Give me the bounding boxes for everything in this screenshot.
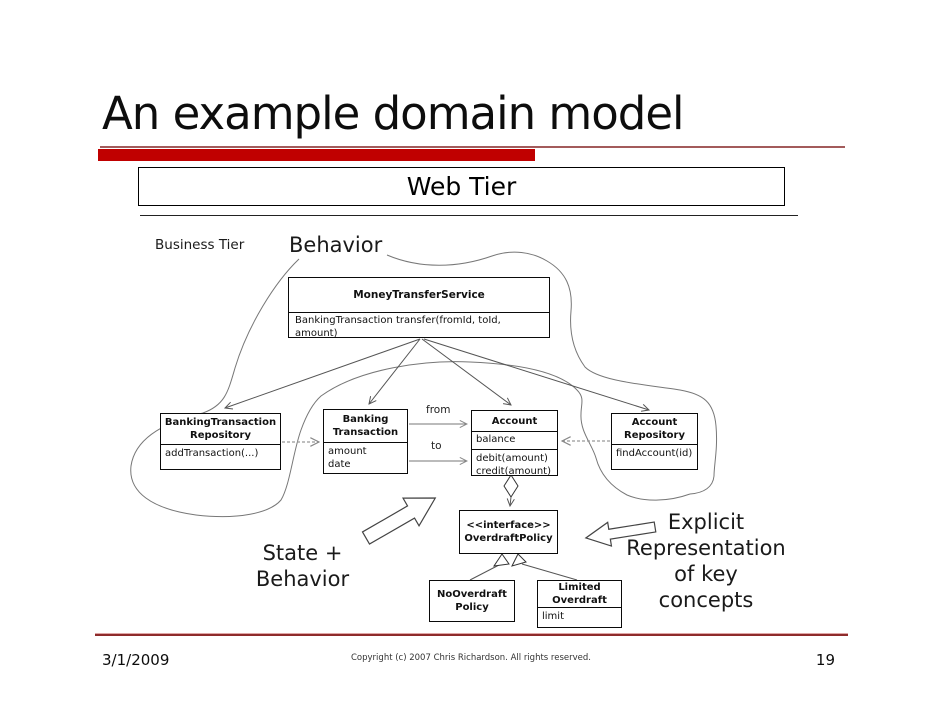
to-edge-label: to xyxy=(431,440,442,452)
fan-arrow-to-accountrepository xyxy=(423,338,649,410)
class-box-account: Account balance debit(amount) credit(amo… xyxy=(471,410,558,477)
accent-rule-thin xyxy=(100,146,845,148)
aggregation-arrow xyxy=(510,496,511,506)
class-name: Banking Transaction xyxy=(332,414,399,438)
class-operations: addTransaction(...) xyxy=(161,444,280,469)
class-attributes: balance xyxy=(472,431,557,449)
behavior-label: Behavior xyxy=(289,233,383,257)
fan-arrow-to-account xyxy=(421,338,511,405)
web-tier-label: Web Tier xyxy=(406,172,517,201)
class-name: Limited Overdraft xyxy=(552,582,607,606)
footer-rule-highlight xyxy=(95,633,848,634)
class-box-banking-transaction: Banking Transaction amount date xyxy=(323,409,408,474)
class-box-limited-overdraft: Limited Overdraft limit xyxy=(537,580,622,628)
footer-copyright: Copyright (c) 2007 Chris Richardson. All… xyxy=(351,653,591,663)
fan-arrow-to-bankingtransactionrepository xyxy=(225,338,421,408)
state-behavior-annotation: State + Behavior xyxy=(255,541,350,591)
class-name: MoneyTransferService xyxy=(353,288,485,301)
class-box-money-transfer-service: MoneyTransferService BankingTransaction … xyxy=(288,277,550,341)
business-tier-label: Business Tier xyxy=(155,237,245,253)
generalization-line-nooverdraft xyxy=(469,564,500,581)
class-name: BankingTransaction Repository xyxy=(164,417,277,441)
web-tier-box: Web Tier xyxy=(138,167,785,206)
class-box-overdraft-policy: <<interface>> OverdraftPolicy xyxy=(459,510,558,554)
generalization-line-limitedoverdraft xyxy=(521,563,578,581)
class-operations: BankingTransaction transfer(fromId, toId… xyxy=(289,312,549,341)
from-edge-label: from xyxy=(426,404,451,416)
class-attributes: limit xyxy=(538,607,621,627)
class-name: Account xyxy=(491,415,538,427)
class-operations: findAccount(id) xyxy=(612,444,697,469)
explicit-representation-annotation: Explicit Representation of key concepts xyxy=(626,510,786,612)
page-title: An example domain model xyxy=(102,87,685,140)
class-box-account-repository: Account Repository findAccount(id) xyxy=(611,413,698,470)
class-name: <<interface>> OverdraftPolicy xyxy=(464,520,553,544)
interface-stereotype: <<interface>> xyxy=(466,520,551,531)
generalization-triangle-nooverdraft xyxy=(492,553,510,567)
class-name: Account Repository xyxy=(624,417,685,441)
footer-page-number: 19 xyxy=(815,651,835,669)
class-operations: debit(amount) credit(amount) xyxy=(472,449,557,480)
generalization-triangle-limitedoverdraft xyxy=(511,553,527,567)
class-box-no-overdraft-policy: NoOverdraft Policy xyxy=(429,580,515,622)
class-name: NoOverdraft Policy xyxy=(437,589,507,613)
accent-rule-thick xyxy=(98,149,535,161)
footer-date: 3/1/2009 xyxy=(102,651,170,669)
header-rule xyxy=(140,215,798,216)
fan-arrow-to-bankingtransaction xyxy=(369,338,421,404)
class-box-banking-transaction-repository: BankingTransaction Repository addTransac… xyxy=(160,413,281,470)
footer-rule xyxy=(95,634,848,636)
state-block-arrow xyxy=(361,497,437,545)
class-attributes: amount date xyxy=(324,442,407,473)
